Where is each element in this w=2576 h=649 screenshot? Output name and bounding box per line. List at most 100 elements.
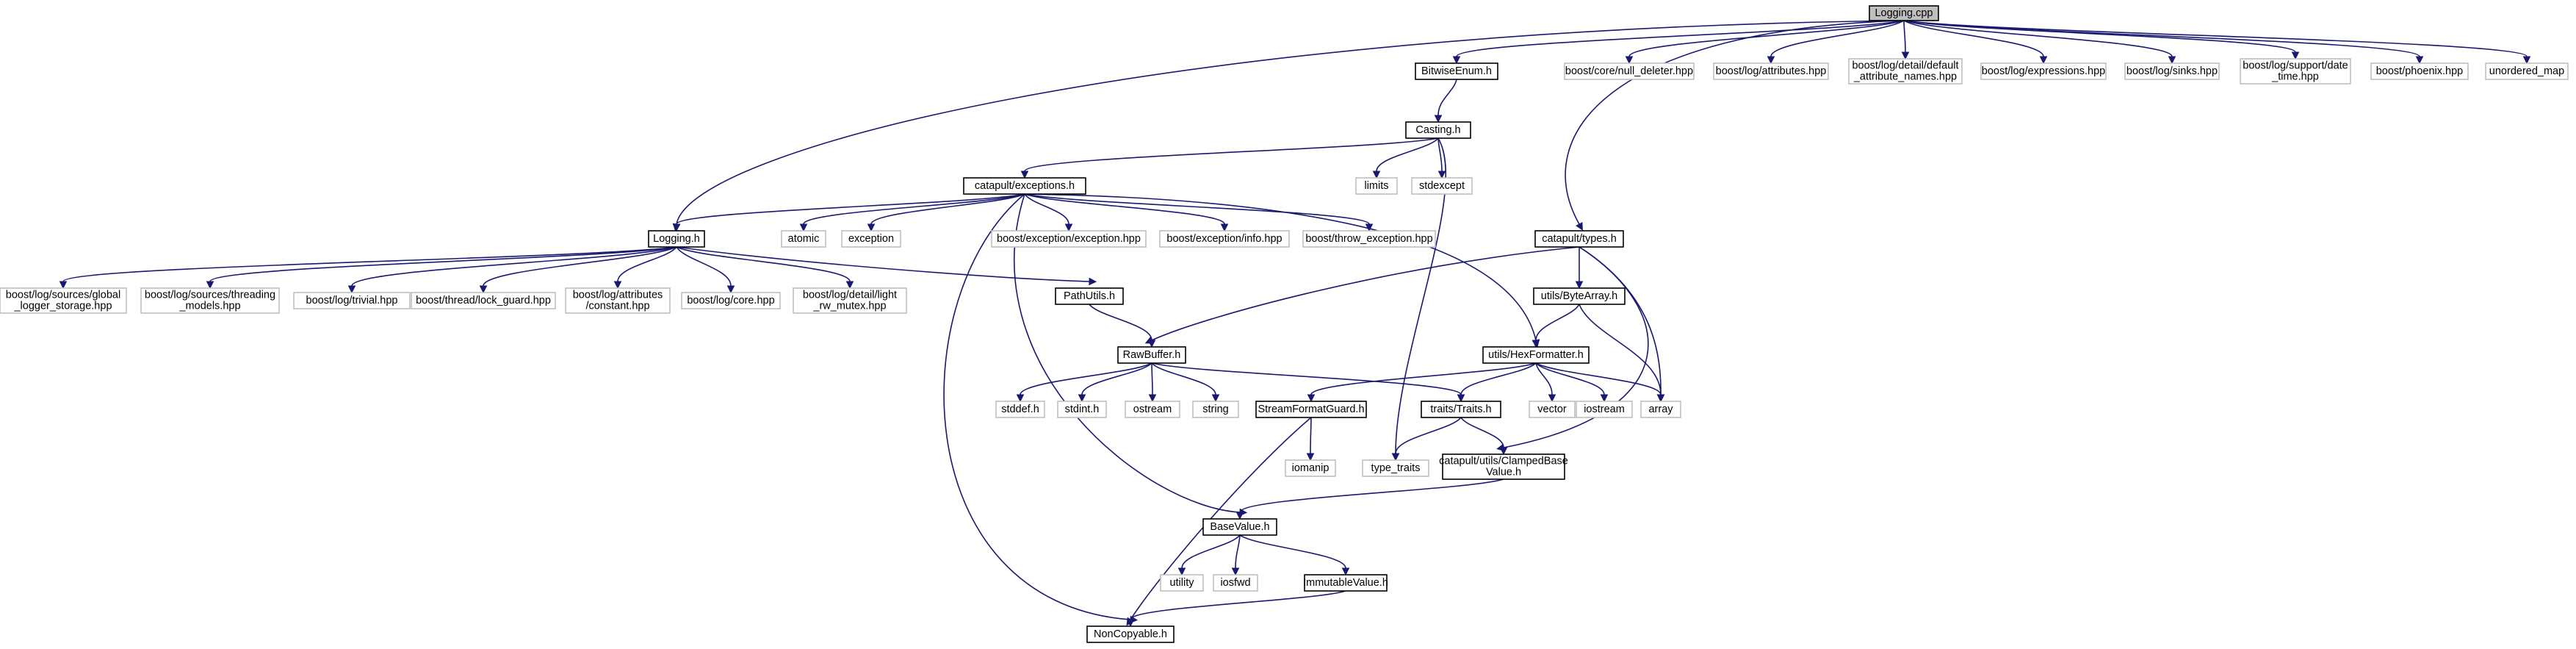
edge-arrowhead: [613, 281, 622, 290]
edge-hexformatter-h-to-streamformatguard-h: [1307, 362, 1537, 403]
node-stdexcept[interactable]: stdexcept: [1411, 177, 1473, 195]
node-rawbuffer-h[interactable]: RawBuffer.h: [1117, 346, 1186, 364]
node-ostream[interactable]: ostream: [1125, 401, 1180, 418]
edge-exceptions-h-to-boost-exception: [1024, 193, 1073, 232]
node-iostream[interactable]: iostream: [1576, 401, 1633, 418]
node-stdint[interactable]: stdint.h: [1057, 401, 1107, 418]
edge-clampedbasevalue-h-to-basevalue-h: [1235, 478, 1504, 520]
edge-casting-h-to-exceptions-h: [1020, 137, 1439, 179]
node-basevalue-h[interactable]: BaseValue.h: [1202, 518, 1277, 536]
edge-line: [1628, 20, 1905, 57]
node-logging-cpp: Logging.cpp: [1869, 5, 1939, 21]
node-threading-models[interactable]: boost/log/sources/threading_models.hpp: [140, 287, 280, 314]
edge-arrowhead: [1341, 567, 1350, 576]
node-box: [411, 292, 556, 309]
node-vector[interactable]: vector: [1529, 401, 1576, 418]
node-box: [1202, 518, 1277, 536]
node-label: catapult/types.h: [1542, 233, 1617, 245]
edge-logging-h-to-light-rw-mutex: [676, 246, 854, 290]
edge-line: [483, 246, 677, 287]
node-phoenix[interactable]: boost/phoenix.hpp: [2370, 62, 2469, 80]
node-boost-exception-info[interactable]: boost/exception/info.hpp: [1159, 230, 1290, 248]
node-box: [1848, 58, 1963, 85]
edge-arrowhead: [1437, 171, 1446, 179]
node-log-sinks[interactable]: boost/log/sinks.hpp: [2124, 62, 2220, 80]
node-box: [1117, 346, 1186, 364]
edge-logging-cpp-to-log-attributes: [1767, 20, 1905, 65]
edge-line: [1024, 193, 1370, 225]
node-types-h[interactable]: catapult/types.h: [1534, 230, 1624, 248]
node-boost-exception[interactable]: boost/exception/exception.hpp: [991, 230, 1147, 248]
node-iomanip[interactable]: iomanip: [1285, 459, 1336, 477]
node-exceptions-h[interactable]: catapult/exceptions.h: [963, 177, 1086, 195]
node-bitwiseenum-h[interactable]: BitwiseEnum.h: [1415, 62, 1498, 80]
node-iosfwd[interactable]: iosfwd: [1213, 574, 1258, 592]
node-box: [2370, 62, 2469, 80]
edge-hexformatter-h-to-vector: [1535, 362, 1556, 403]
node-box: [793, 287, 907, 314]
node-stddef[interactable]: stddef.h: [995, 401, 1045, 418]
node-log-attributes[interactable]: boost/log/attributes.hpp: [1713, 62, 1829, 80]
node-log-expressions[interactable]: boost/log/expressions.hpp: [1980, 62, 2107, 80]
node-unordered-map[interactable]: unordered_map: [2485, 62, 2569, 80]
node-label: boost/log/core.hpp: [687, 295, 774, 306]
node-log-core[interactable]: boost/log/core.hpp: [681, 292, 781, 309]
node-support-date-time[interactable]: boost/log/support/date_time.hpp: [2240, 58, 2351, 85]
node-hexformatter-h[interactable]: utils/HexFormatter.h: [1482, 346, 1590, 364]
edge-line: [209, 246, 677, 282]
node-label: unordered_map: [2489, 65, 2564, 77]
node-label: NonCopyable.h: [1094, 628, 1167, 640]
edge-arrowhead: [1434, 115, 1443, 123]
node-traits-h[interactable]: traits/Traits.h: [1421, 401, 1501, 418]
edge-line: [1310, 417, 1312, 454]
node-label: boost/log/support/date: [2243, 60, 2348, 72]
edge-line: [1535, 304, 1580, 341]
node-label: StreamFormatGuard.h: [1258, 404, 1364, 415]
node-lock-guard[interactable]: boost/thread/lock_guard.hpp: [411, 292, 556, 309]
edge-types-h-to-bytearray-h: [1575, 247, 1584, 290]
node-pathutils-h[interactable]: PathUtils.h: [1055, 287, 1124, 305]
edge-arrowhead: [845, 281, 854, 290]
node-streamformatguard-h[interactable]: StreamFormatGuard.h: [1255, 401, 1367, 418]
node-label: exception: [848, 233, 894, 245]
node-noncopyable-h[interactable]: NonCopyable.h: [1086, 625, 1175, 643]
edge-arrowhead: [1600, 394, 1609, 403]
edge-arrowhead: [1211, 394, 1220, 403]
edge-exceptions-h-to-throw-exception: [1024, 193, 1374, 232]
node-immutablevalue-h[interactable]: ImmutableValue.h: [1303, 574, 1388, 592]
node-label: _rw_mutex.hpp: [812, 301, 886, 312]
node-light-rw-mutex[interactable]: boost/log/detail/light_rw_mutex.hpp: [793, 287, 907, 314]
node-label: boost/core/null_deleter.hpp: [1565, 65, 1693, 77]
node-array[interactable]: array: [1640, 401, 1681, 418]
edge-arrowhead: [1235, 512, 1244, 520]
node-string[interactable]: string: [1192, 401, 1239, 418]
node-utility[interactable]: utility: [1160, 574, 1204, 592]
node-attr-constant[interactable]: boost/log/attributes/constant.hpp: [565, 287, 671, 314]
node-label: ImmutableValue.h: [1303, 577, 1388, 589]
node-atomic[interactable]: atomic: [781, 230, 826, 248]
node-default-attr-names[interactable]: boost/log/detail/default_attribute_names…: [1848, 58, 1963, 85]
node-label: traits/Traits.h: [1430, 404, 1491, 415]
node-box: [1576, 401, 1633, 418]
node-bytearray-h[interactable]: utils/ByteArray.h: [1533, 287, 1626, 305]
node-box: [1285, 459, 1336, 477]
node-logging-h[interactable]: Logging.h: [648, 230, 705, 248]
node-box: [991, 230, 1147, 248]
node-throw-exception[interactable]: boost/throw_exception.hpp: [1302, 230, 1436, 248]
edge-immutablevalue-h-to-noncopyable-h: [1126, 590, 1346, 628]
edge-arrowhead: [1548, 394, 1556, 403]
edge-logging-cpp-to-unordered-map: [1903, 20, 2531, 65]
edge-logging-cpp-to-types-h: [1565, 20, 1905, 231]
node-log-trivial[interactable]: boost/log/trivial.hpp: [293, 292, 411, 309]
node-exception[interactable]: exception: [841, 230, 901, 248]
node-casting-h[interactable]: Casting.h: [1405, 121, 1471, 139]
node-label: limits: [1364, 180, 1388, 192]
node-null-deleter[interactable]: boost/core/null_deleter.hpp: [1564, 62, 1695, 80]
node-limits[interactable]: limits: [1355, 177, 1398, 195]
edge-traits-h-to-type-traits: [1391, 417, 1462, 462]
node-type-traits[interactable]: type_traits: [1362, 459, 1429, 477]
node-label: BitwiseEnum.h: [1421, 65, 1492, 77]
node-global-logger[interactable]: boost/log/sources/global_logger_storage.…: [0, 287, 127, 314]
node-box: [1640, 401, 1681, 418]
